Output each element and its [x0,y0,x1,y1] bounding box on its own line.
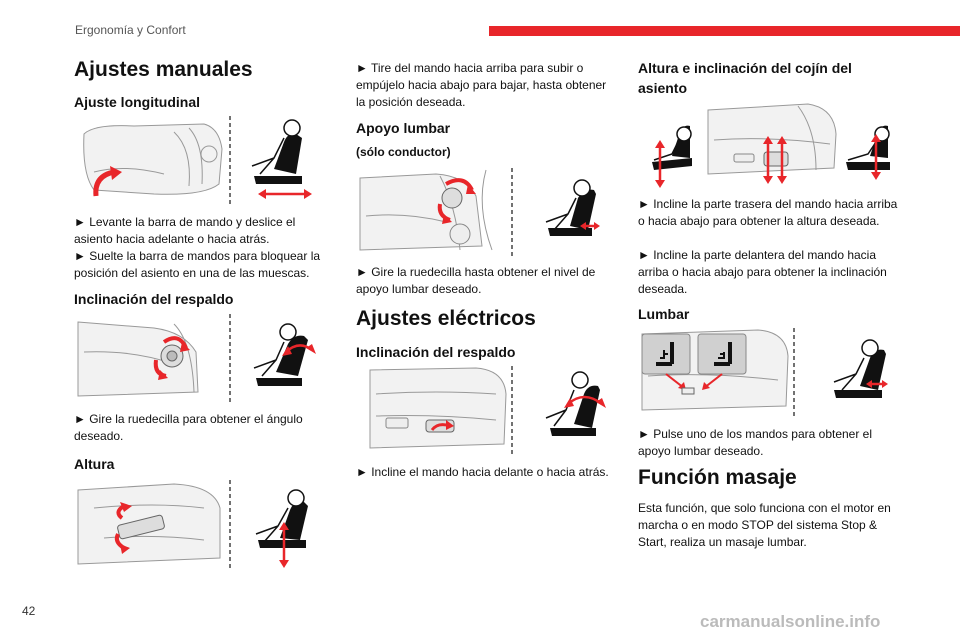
figure-cojin [638,100,900,192]
figure-respaldo-electrico [356,364,606,456]
heading-lumbar: Lumbar [638,306,690,322]
text-lumbar-electrico: ► Pulse uno de los mandos para obtener e… [638,427,873,458]
heading-ajustes-electricos: Ajustes eléctricos [356,307,536,330]
text-respaldo-manual: ► Gire la ruedecilla para obtener el áng… [74,412,303,443]
header-accent-bar [489,26,960,36]
lumbar-button-2-icon[interactable] [697,333,747,375]
text-altura: ► Tire del mando hacia arriba para subir… [356,61,607,109]
text-respaldo-electrico: ► Incline el mando hacia delante o hacia… [356,465,609,479]
text-longitudinal-2: ► Suelte la barra de mandos para bloquea… [74,249,321,280]
seat-rear-height-icon [846,125,890,170]
text-cojin-2: ► Incline la parte delantera del mando h… [638,248,887,296]
figure-lumbar-manual [356,166,606,258]
figure-respaldo-manual [74,312,324,404]
text-cojin-1: ► Incline la parte trasera del mando hac… [638,197,898,228]
heading-ajuste-longitudinal: Ajuste longitudinal [74,94,200,110]
heading-ajustes-manuales: Ajustes manuales [74,58,253,81]
page-number: 42 [22,604,36,618]
heading-inclinacion-respaldo: Inclinación del respaldo [74,291,234,307]
seat-lumbar-icon [545,179,596,236]
heading-funcion-masaje: Función masaje [638,466,797,489]
lumbar-button-1-icon[interactable] [641,333,691,375]
watermark: carmanualsonline.info [700,612,881,631]
subheading-solo-conductor: (sólo conductor) [356,145,451,159]
seat-lumbar-electric-icon [833,339,886,398]
figure-altura [74,478,324,570]
section-title: Ergonomía y Confort [75,23,186,37]
seat-height-icon [255,489,308,548]
heading-inclinacion-respaldo-electrico: Inclinación del respaldo [356,344,516,360]
heading-altura: Altura [74,456,115,472]
figure-longitudinal [74,114,324,206]
heading-apoyo-lumbar: Apoyo lumbar [356,120,451,136]
seat-recline-electric-icon [545,371,600,436]
heading-altura-inclinacion-cojin: Altura e inclinación del cojín del asien… [638,60,852,96]
text-lumbar-manual: ► Gire la ruedecilla hasta obtener el ni… [356,265,596,296]
figure-lumbar-electrico [638,326,900,418]
seat-recline-icon [253,323,308,386]
seat-diagram-icon [251,119,302,184]
text-longitudinal-1: ► Levante la barra de mando y deslice el… [74,215,296,246]
text-masaje: Esta función, que solo funciona con el m… [638,501,891,549]
